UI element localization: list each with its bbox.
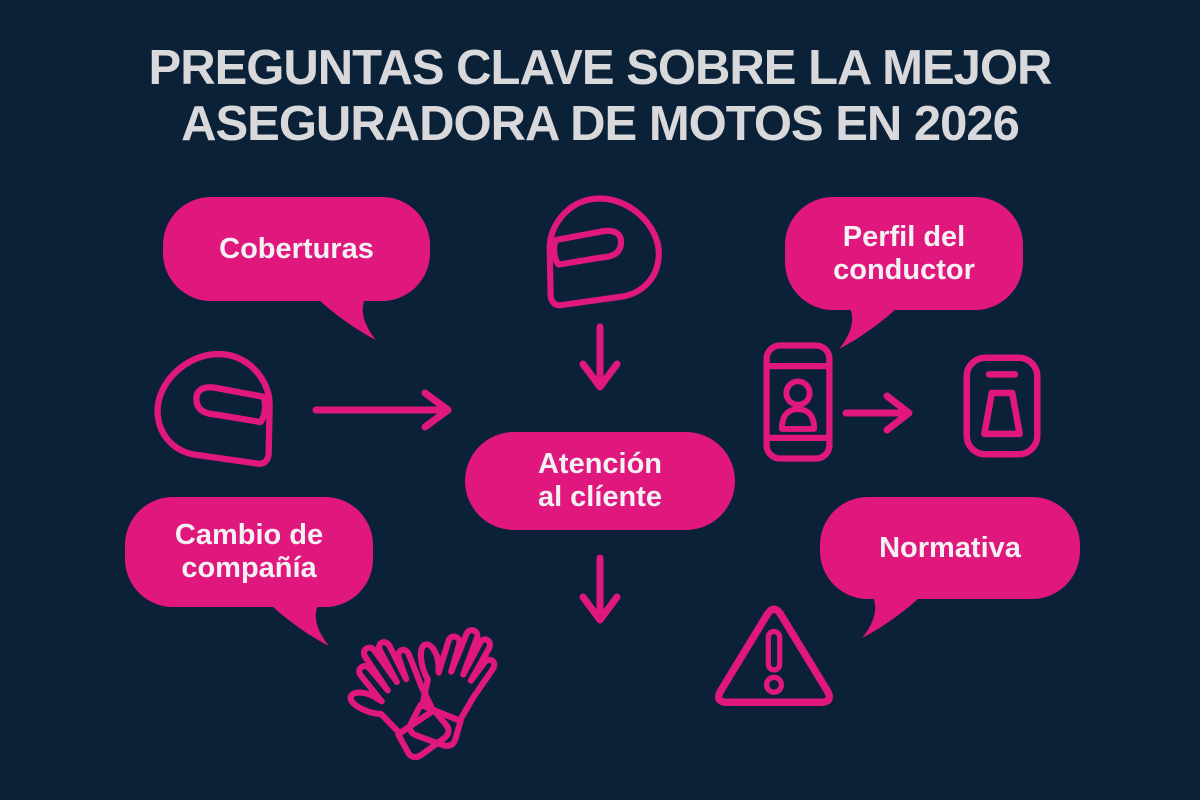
- arrow-down-icon: [579, 323, 621, 391]
- bubble-perfil-del-conductor: Perfil del conductor: [785, 197, 1023, 349]
- arrow-right-icon: [312, 389, 452, 431]
- bubble-perfil-label: Perfil del conductor: [833, 220, 975, 286]
- speech-tail-icon: [839, 306, 899, 349]
- page-title: PREGUNTAS CLAVE SOBRE LA MEJOR ASEGURADO…: [0, 40, 1200, 152]
- phone-user-icon: [763, 342, 833, 462]
- gloves-icon: [347, 627, 498, 761]
- title-line-2: ASEGURADORA DE MOTOS EN 2026: [181, 97, 1020, 151]
- bubble-atencion-label: Atención al clíente: [537, 448, 663, 513]
- bubble-coberturas-label: Coberturas: [219, 232, 374, 265]
- motorcycle-helmet-icon: [546, 195, 662, 309]
- speech-tail-icon: [269, 603, 329, 646]
- bubble-atencion-al-cliente: Atención al clíente: [465, 432, 735, 530]
- warning-triangle-icon: [715, 605, 833, 706]
- bubble-normativa: Normativa: [820, 497, 1080, 638]
- bubble-normativa-label: Normativa: [879, 531, 1021, 564]
- phone-bell-icon: [963, 354, 1041, 458]
- bubble-cambio-de-compania: Cambio de compañía: [125, 497, 373, 646]
- bubble-cambio-label: Cambio de compañía: [174, 519, 324, 584]
- arrow-right-icon: [842, 392, 913, 434]
- speech-tail-icon: [862, 595, 922, 638]
- speech-tail-icon: [316, 297, 376, 340]
- arrow-down-icon: [579, 554, 621, 624]
- title-line-1: PREGUNTAS CLAVE SOBRE LA MEJOR: [148, 41, 1053, 95]
- bubble-coberturas: Coberturas: [163, 197, 430, 340]
- motorcycle-helmet-icon: [154, 350, 273, 467]
